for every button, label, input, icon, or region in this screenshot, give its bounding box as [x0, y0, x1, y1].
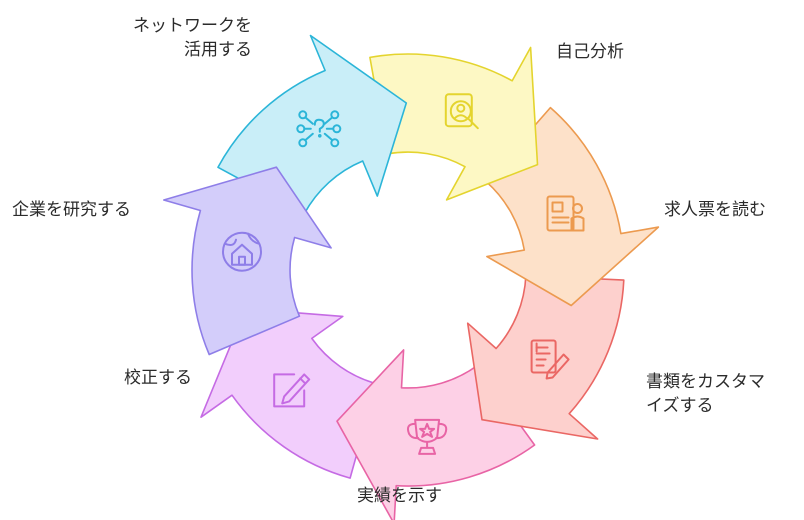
arrow-docs	[466, 274, 625, 440]
label-network: ネットワークを 活用する	[133, 16, 252, 60]
label-research-companies: 企業を研究する	[12, 200, 131, 220]
job-profile-icon	[546, 195, 585, 232]
label-read-job-posting: 求人票を読む	[664, 200, 766, 220]
label-proofread: 校正する	[124, 368, 192, 388]
network-question-icon	[296, 110, 342, 148]
arrow-company	[163, 166, 332, 356]
magnifier-person-icon	[444, 93, 479, 130]
label-show-results: 実績を示す	[357, 486, 442, 506]
globe-home-icon	[222, 231, 262, 272]
arrow-network	[217, 34, 408, 215]
pencil-note-icon	[273, 373, 311, 408]
label-self-analysis: 自己分析	[556, 42, 624, 62]
label-customize-documents: 書類をカスタマ イズする	[646, 372, 765, 416]
document-edit-icon	[530, 339, 570, 380]
trophy-icon	[406, 418, 448, 455]
arrow-self	[369, 46, 539, 201]
arrow-proof	[200, 308, 378, 479]
